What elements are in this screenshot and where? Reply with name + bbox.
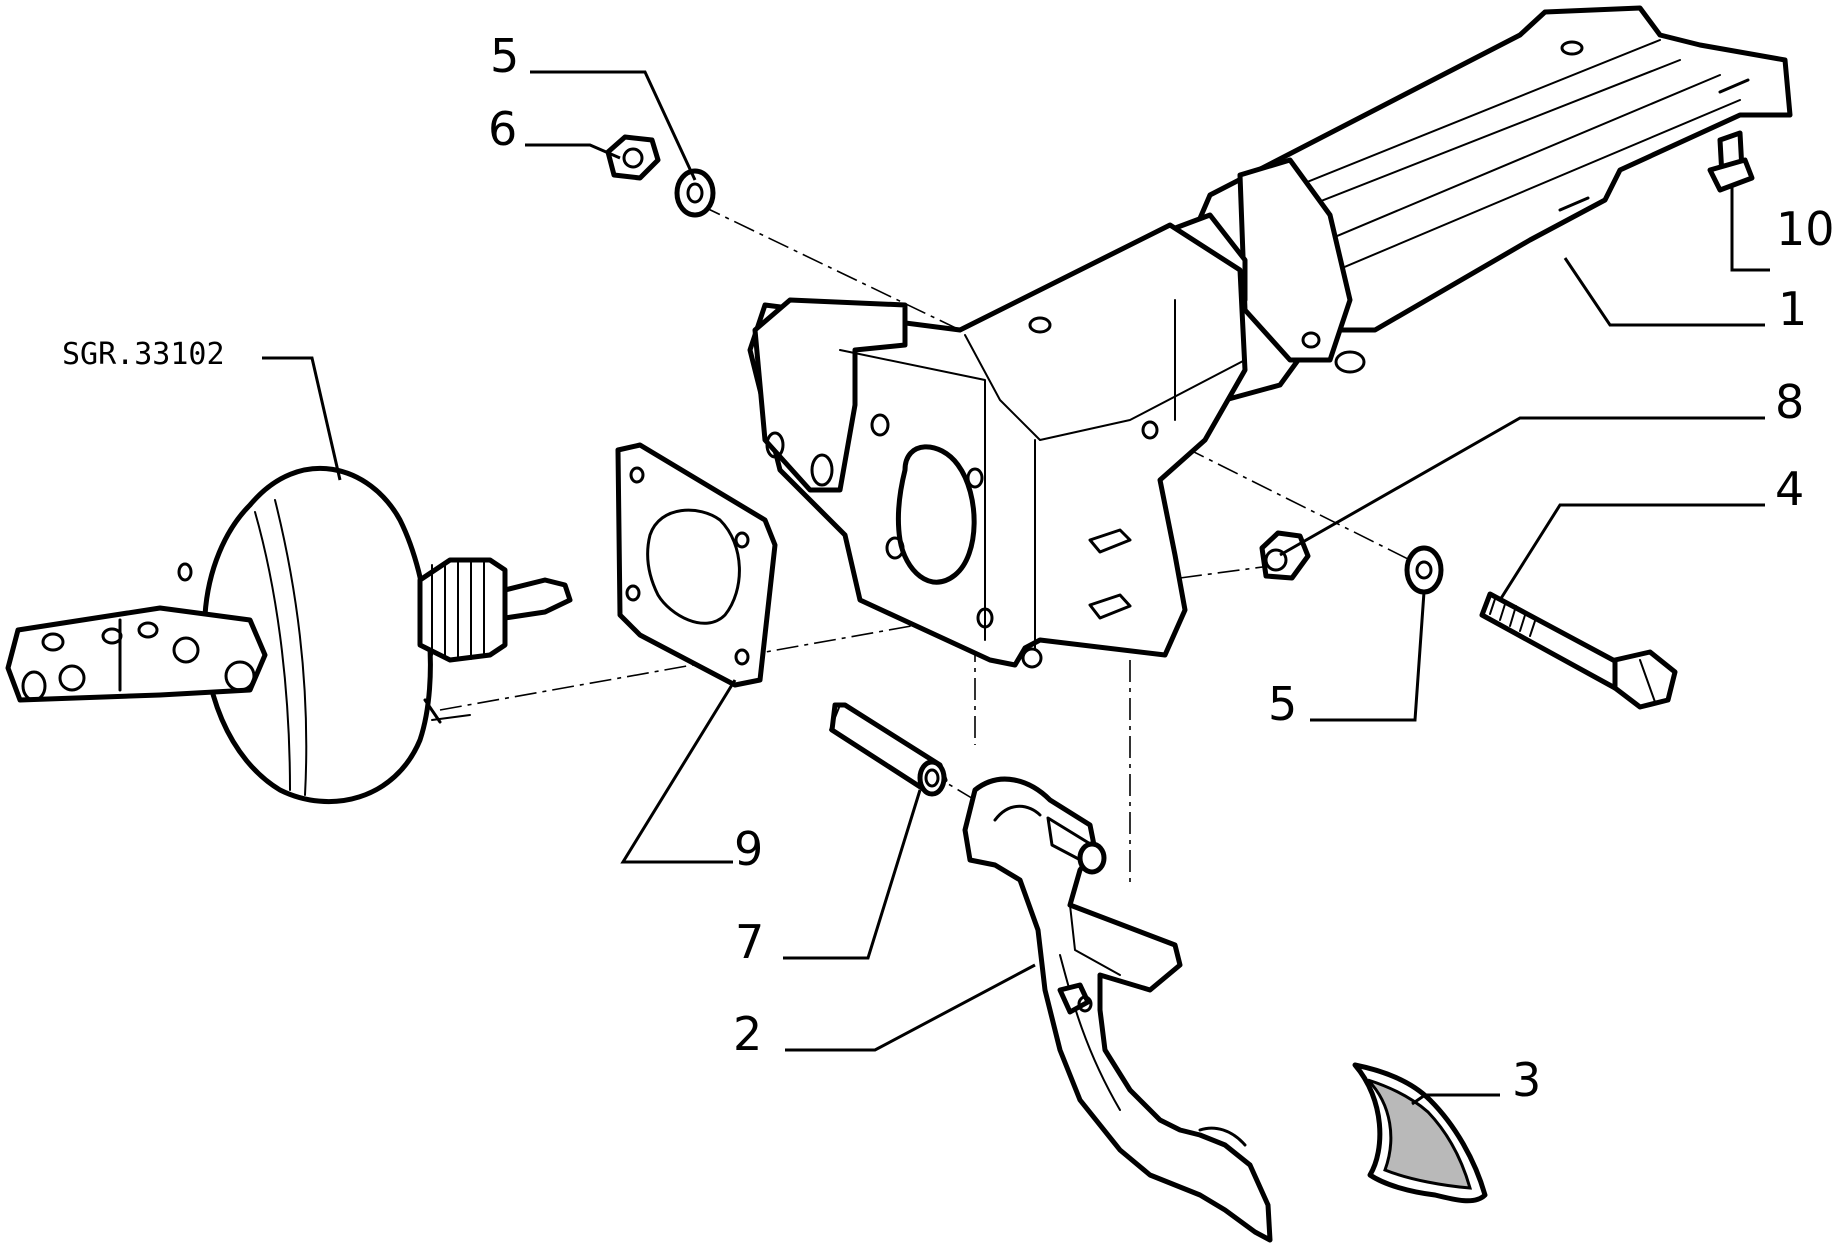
pedal-pad-part-3 bbox=[1352, 1062, 1488, 1204]
nut-part-6 bbox=[605, 134, 661, 181]
gasket-part-9 bbox=[615, 442, 778, 688]
long-bolt-part-4 bbox=[1479, 591, 1678, 710]
callout-4: 4 bbox=[1775, 462, 1804, 516]
callout-labels: SGR.33102 5 6 10 1 8 4 5 9 7 2 3 bbox=[62, 29, 1835, 1107]
bush-part-7 bbox=[829, 702, 948, 797]
servo-reference-label: SGR.33102 bbox=[62, 337, 225, 372]
callout-6: 6 bbox=[488, 102, 517, 156]
washer-part-5-lower bbox=[1404, 545, 1444, 595]
small-bolt-part-10 bbox=[1707, 130, 1755, 193]
callout-5-top: 5 bbox=[490, 29, 519, 83]
nut-part-8 bbox=[1259, 530, 1311, 581]
pedal-support-bracket bbox=[747, 5, 1793, 669]
callout-3: 3 bbox=[1512, 1053, 1541, 1107]
brake-servo-assembly bbox=[5, 466, 573, 805]
callout-10: 10 bbox=[1776, 202, 1835, 256]
washer-part-5-top bbox=[674, 168, 716, 218]
leader-lines bbox=[262, 70, 1770, 1106]
callout-2: 2 bbox=[733, 1007, 762, 1061]
callout-9: 9 bbox=[734, 822, 763, 876]
callout-5-lower: 5 bbox=[1268, 677, 1297, 731]
callout-1: 1 bbox=[1778, 282, 1807, 336]
pedal-lever-part-2 bbox=[962, 776, 1273, 1243]
callout-8: 8 bbox=[1775, 375, 1804, 429]
callout-7: 7 bbox=[735, 915, 764, 969]
